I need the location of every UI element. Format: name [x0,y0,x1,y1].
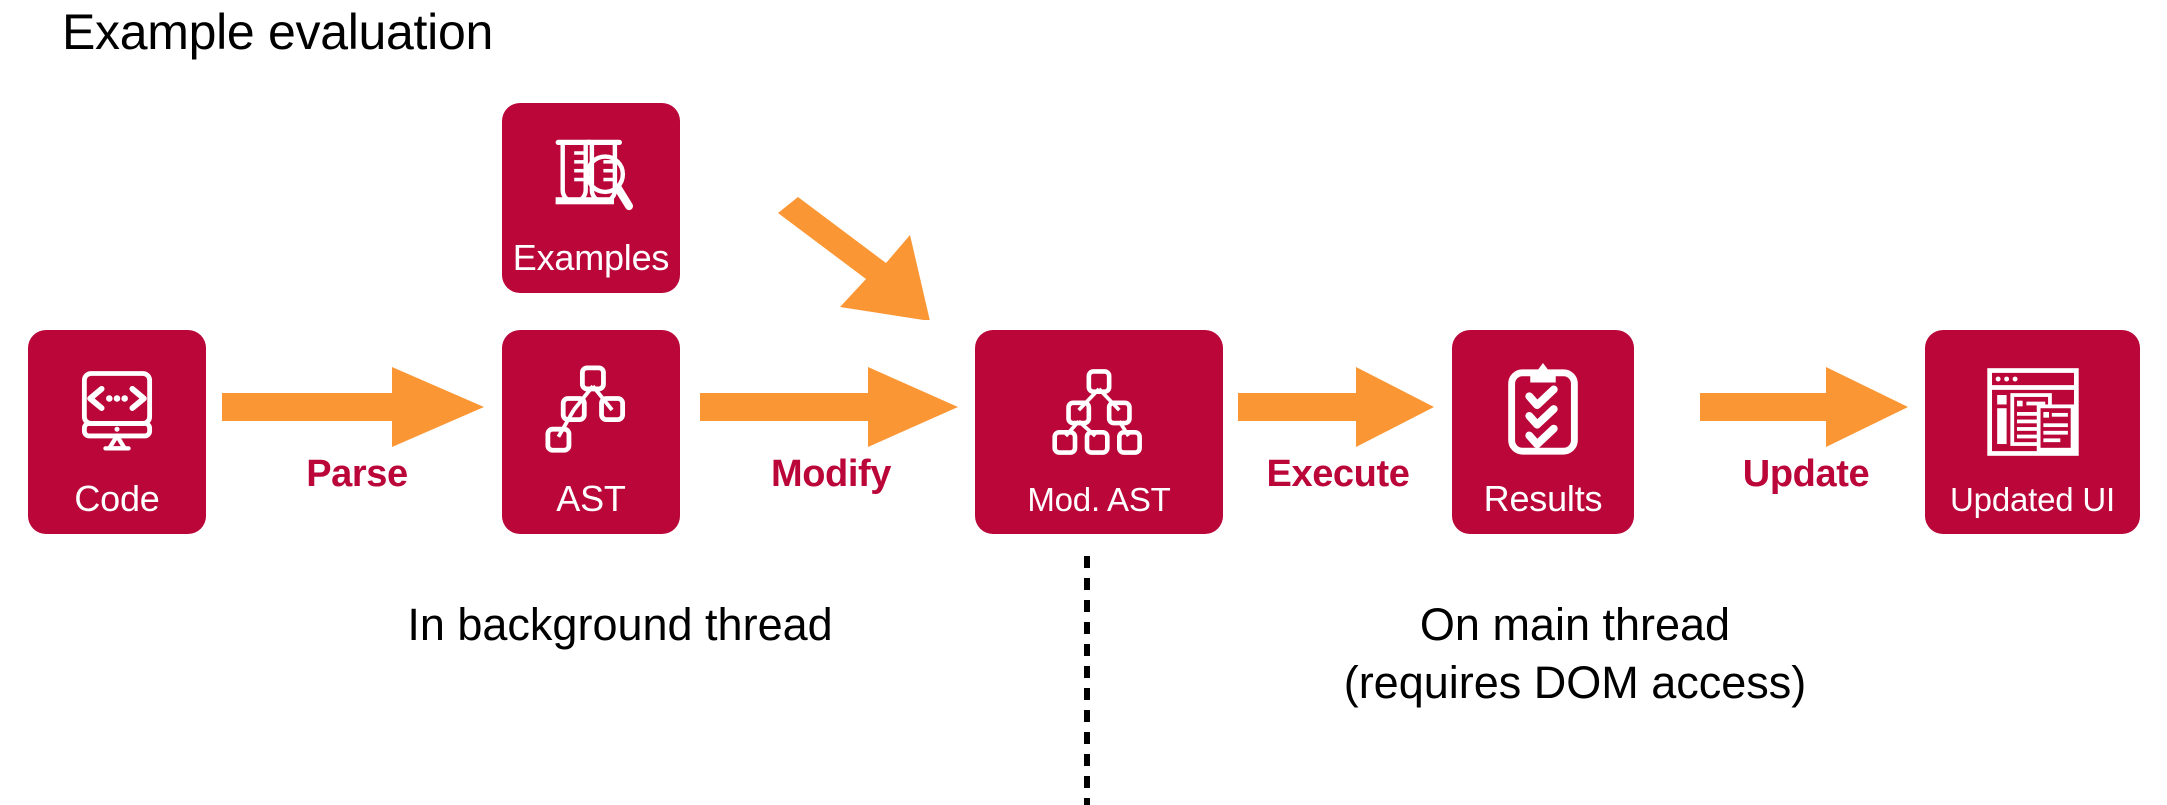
tree-small-icon [502,330,680,480]
caption-main-thread: On main thread (requires DOM access) [1343,599,1807,708]
arrow-right-icon [700,367,958,447]
card-code[interactable]: Code [28,330,206,534]
card-label: Results [1483,478,1603,520]
thread-divider [1084,556,1090,805]
arrow-update: Update [1700,365,1912,493]
clipboard-checks-icon [1452,330,1634,480]
tree-large-icon [975,330,1223,483]
test-tubes-magnifier-icon [502,103,680,239]
arrow-diagonal-down-right-icon [778,197,930,320]
card-ast[interactable]: AST [502,330,680,534]
card-label: Code [74,478,160,520]
card-updated-ui[interactable]: Updated UI [1925,330,2140,534]
arrow-label-update: Update [1742,453,1870,495]
arrow-right-icon [1700,367,1908,447]
page-title: Example evaluation [62,4,493,60]
browser-window-icon [1925,330,2140,483]
card-examples[interactable]: Examples [502,103,680,293]
arrow-modify: Modify [700,365,962,493]
arrow-right-icon [1238,367,1434,447]
card-results[interactable]: Results [1452,330,1634,534]
card-mod-ast[interactable]: Mod. AST [975,330,1223,534]
card-label: Updated UI [1950,481,2115,519]
caption-background-thread: In background thread [407,599,833,650]
arrow-label-parse: Parse [306,453,408,495]
arrow-right-icon [222,367,484,447]
arrow-label-modify: Modify [770,453,892,495]
card-label: Mod. AST [1027,481,1171,519]
arrow-label-execute: Execute [1266,453,1410,495]
monitor-code-icon [28,330,206,480]
arrow-parse: Parse [222,365,492,493]
card-label: Examples [512,237,670,279]
arrow-execute: Execute [1238,365,1438,493]
card-label: AST [556,478,626,520]
